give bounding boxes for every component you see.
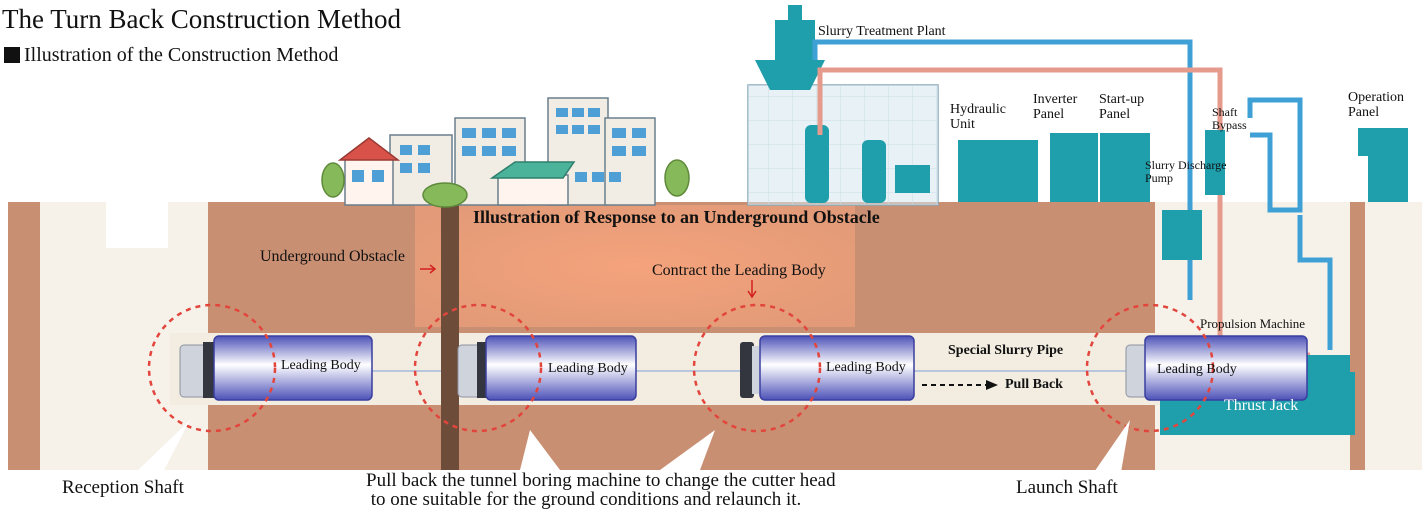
contract-leading-body-label: Contract the Leading Body: [652, 262, 826, 279]
highlight-circles: [147, 303, 1215, 433]
leading-body-4: [1125, 335, 1308, 401]
slurry-treatment-plant-label: Slurry Treatment Plant: [818, 24, 946, 39]
leading-body-label-1: Leading Body: [281, 358, 361, 373]
section-subtitle: Illustration of the Construction Method: [4, 44, 338, 67]
surface-equipment: [958, 128, 1408, 260]
operation-panel-box: [1368, 128, 1408, 202]
operation-panel-label: Operation Panel: [1348, 90, 1404, 121]
slurry-treatment-plant: [747, 5, 939, 206]
startup-panel-label: Start-up Panel: [1099, 92, 1145, 123]
response-illustration-title: Illustration of Response to an Undergrou…: [473, 207, 880, 227]
red-arrows: [420, 264, 757, 299]
caption-text: Pull back the tunnel boring machine to c…: [366, 470, 836, 510]
page-title: The Turn Back Construction Method: [2, 4, 401, 34]
leading-body-label-3: Leading Body: [826, 360, 906, 375]
pull-back-arrow: [922, 380, 998, 390]
inverter-panel-label: Inverter Panel: [1033, 92, 1078, 123]
slurry-discharge-pump-label: Slurry Discharge Pump: [1145, 158, 1227, 186]
leading-body-label-2: Leading Body: [548, 361, 628, 376]
underground-obstacle-pillar: [441, 205, 459, 470]
leading-bodies: [179, 335, 1308, 401]
subtitle-text: Illustration of the Construction Method: [24, 44, 339, 66]
hydraulic-unit-box: [958, 140, 1038, 202]
startup-panel-box: [1100, 133, 1150, 202]
inverter-panel-box: [1050, 133, 1098, 202]
pull-back-label: Pull Back: [1005, 377, 1063, 392]
launch-shaft-label: Launch Shaft: [1016, 477, 1118, 498]
hydraulic-unit-label: Hydraulic Unit: [950, 102, 1006, 133]
slurry-discharge-pump-box: [1162, 210, 1202, 260]
obstacle-highlight-zone: [415, 205, 855, 327]
special-slurry-pipe-label: Special Slurry Pipe: [948, 343, 1064, 358]
city-buildings: [321, 97, 690, 208]
leading-body-2: [457, 335, 637, 401]
underground-obstacle-label: Underground Obstacle: [260, 248, 405, 265]
bullet-square-icon: [4, 47, 20, 63]
leading-body-1: [179, 335, 373, 401]
thrust-jack-label: Thrust Jack: [1224, 397, 1299, 414]
shaft-bypass-unit: [1205, 130, 1225, 195]
reception-shaft-label: Reception Shaft: [62, 477, 184, 498]
propulsion-machine-label: Propulsion Machine: [1200, 316, 1306, 331]
leading-body-3: [740, 335, 915, 401]
shaft-bypass-label: Shaft Bypass: [1212, 105, 1247, 133]
leading-body-label-4: Leading Body: [1157, 362, 1237, 377]
callout-pointers: [130, 420, 1130, 478]
